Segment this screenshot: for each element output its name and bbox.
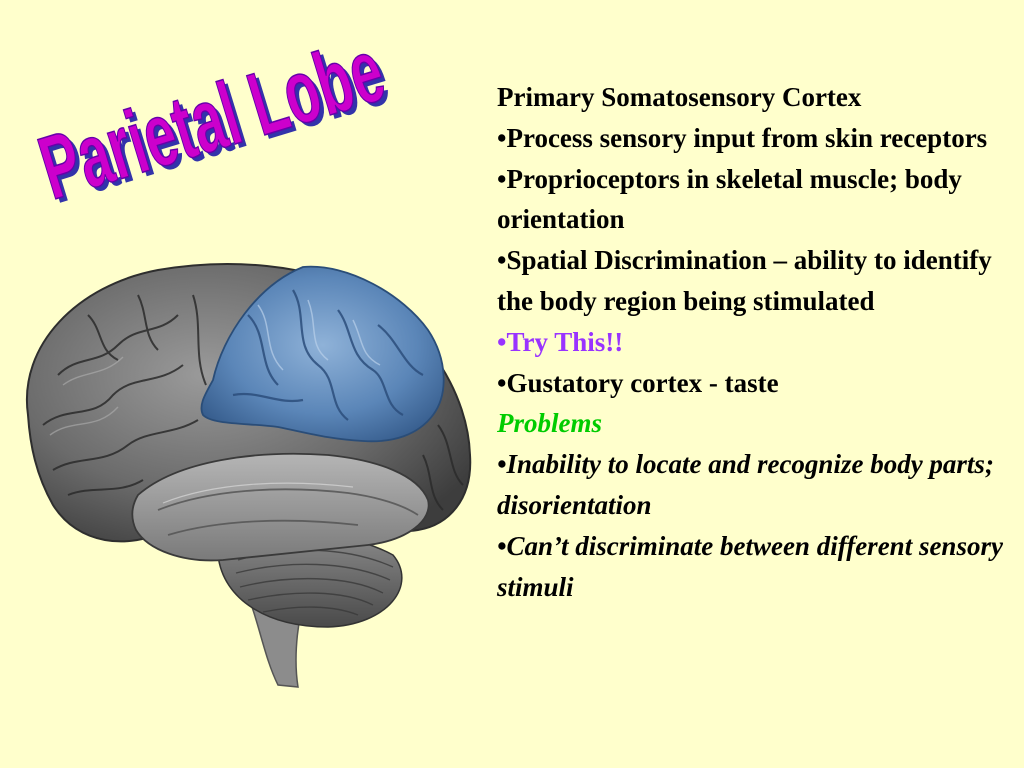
bullet-marker: • <box>497 245 507 276</box>
problems-heading: Problems <box>497 408 602 439</box>
bullet-text: Process sensory input from skin receptor… <box>506 122 988 153</box>
problem-item: •Can’t discriminate between different se… <box>497 526 1017 608</box>
problem-text: Inability to locate and recognize body p… <box>497 449 994 520</box>
bullet-text: Spatial Discrimination – ability to iden… <box>497 245 992 316</box>
bullet-text: Proprioceptors in skeletal muscle; body … <box>497 163 962 235</box>
wordart-title: Parietal Lobe Parietal Lobe <box>28 18 400 222</box>
gustatory-text: Gustatory cortex - taste <box>506 367 779 398</box>
bullet-item: •Spatial Discrimination – ability to ide… <box>497 240 1017 322</box>
problem-item: •Inability to locate and recognize body … <box>497 444 1017 526</box>
bullet-item: •Process sensory input from skin recepto… <box>497 118 1017 159</box>
brain-image <box>8 255 478 695</box>
heading-text: Primary Somatosensory Cortex <box>497 82 862 112</box>
bullet-marker: • <box>497 449 507 480</box>
bullet-marker: • <box>497 530 507 561</box>
content-text: Primary Somatosensory Cortex •Process se… <box>497 77 1017 607</box>
bullet-marker: • <box>497 122 507 153</box>
try-this-item: •Try This!! <box>497 322 1017 363</box>
bullet-item: •Gustatory cortex - taste <box>497 363 1017 404</box>
bullet-marker: • <box>497 367 507 398</box>
wordart-title-text: Parietal Lobe <box>28 19 395 218</box>
bullet-marker: • <box>497 163 507 194</box>
try-this-text: Try This!! <box>506 326 624 357</box>
temporal-lobe <box>131 452 430 562</box>
bullet-marker: • <box>497 326 507 357</box>
bullet-item: •Proprioceptors in skeletal muscle; body… <box>497 159 1017 241</box>
problem-text: Can’t discriminate between different sen… <box>497 530 1003 602</box>
